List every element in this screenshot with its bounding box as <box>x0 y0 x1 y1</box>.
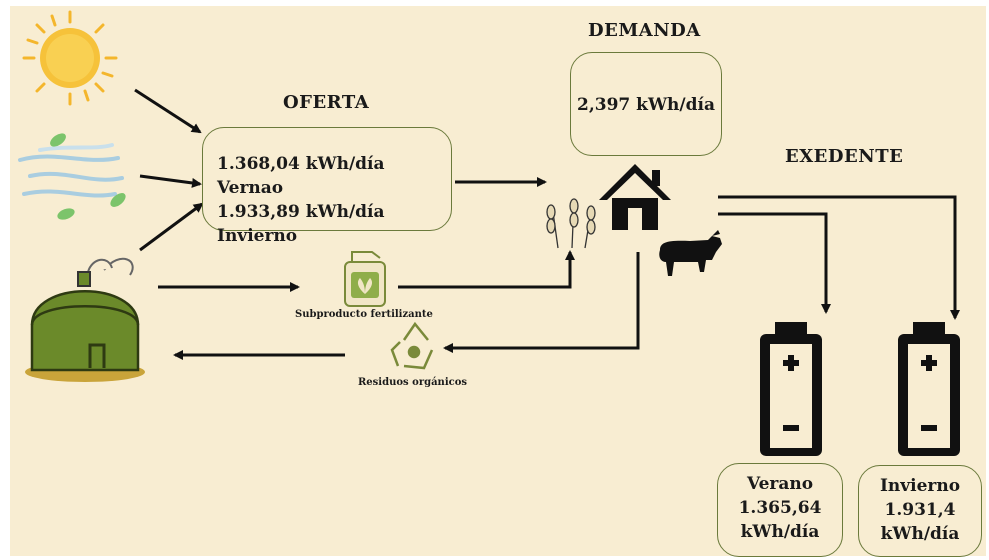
surplus-invierno-unit: kWh/día <box>880 524 960 544</box>
fertilizer-can-icon <box>344 251 386 307</box>
excedente-heading: EXEDENTE <box>785 146 904 167</box>
surplus-invierno-season: Invierno <box>879 476 961 496</box>
surplus-invierno-box: Invierno 1.931,4 kWh/día <box>858 465 982 557</box>
biodigester-icon <box>25 257 145 382</box>
surplus-invierno-value: 1.931,4 <box>884 500 956 520</box>
waste-label: Residuos orgánicos <box>358 377 468 388</box>
arrows-sources <box>134 88 547 360</box>
wind-icon <box>18 143 124 198</box>
oferta-winter-value: 1.933,89 kWh/día Invierno <box>217 202 385 246</box>
leaf-icon <box>50 133 126 220</box>
recycle-icon <box>390 321 434 370</box>
battery-icon <box>760 322 822 456</box>
surplus-verano-box: Verano 1.365,64 kWh/día <box>717 463 843 557</box>
arrow-house-to-waste <box>443 252 640 353</box>
surplus-verano-unit: kWh/día <box>740 522 820 542</box>
arrow-fertilizer-to-crops <box>398 250 575 289</box>
demanda-heading: DEMANDA <box>588 20 701 41</box>
arrow-surplus-invierno <box>718 195 960 320</box>
demanda-value: 2,397 kWh/día <box>577 95 715 115</box>
arrow-surplus-verano <box>718 212 831 314</box>
oferta-heading: OFERTA <box>283 92 370 113</box>
sun-icon <box>22 10 118 106</box>
surplus-verano-value: 1.365,64 <box>738 498 822 518</box>
house-icon <box>599 164 671 230</box>
battery-icon <box>898 322 960 456</box>
cow-icon <box>659 230 722 276</box>
wheat-icon <box>546 198 596 249</box>
oferta-box: 1.368,04 kWh/día Vernao 1.933,89 kWh/día… <box>202 127 452 246</box>
demanda-box: 2,397 kWh/día <box>570 52 722 156</box>
surplus-verano-season: Verano <box>746 474 814 494</box>
oferta-summer-value: 1.368,04 kWh/día Vernao <box>217 154 385 198</box>
fertilizer-label: Subproducto fertilizante <box>295 309 433 320</box>
